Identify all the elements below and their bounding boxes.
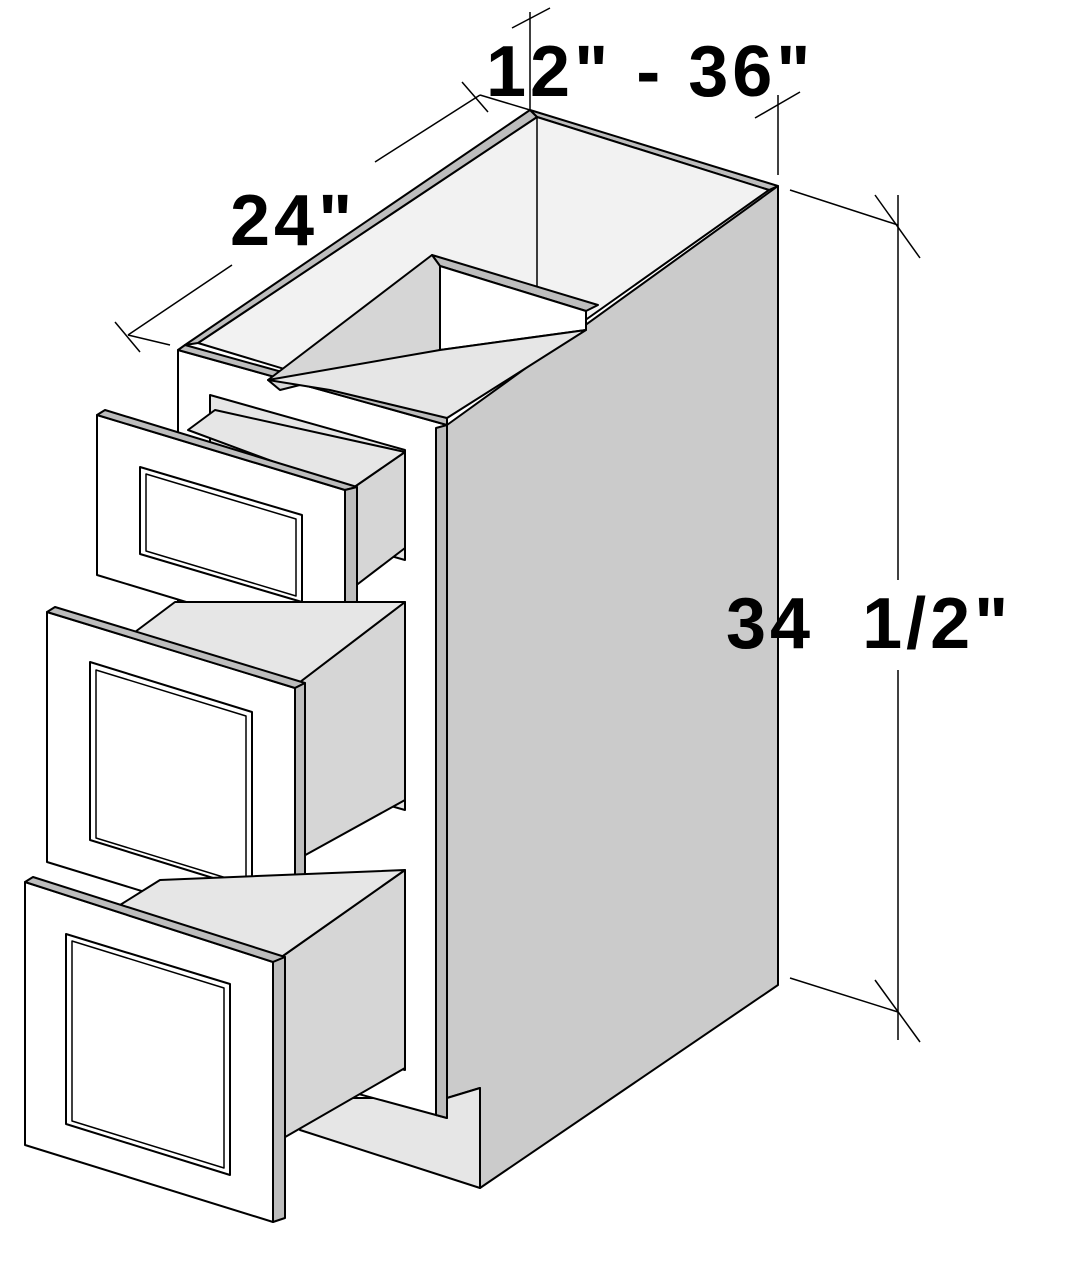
dimension-lines: [114, 7, 921, 1043]
depth-ext-front: [127, 334, 171, 346]
drawer-bottom[interactable]: [24, 869, 406, 1223]
width-ext-left: [479, 94, 531, 111]
drawer-top[interactable]: [96, 409, 406, 651]
drawer-bottom-face-edge-right: [272, 956, 286, 1223]
drawer-bottom-panel: [65, 933, 231, 1176]
drawer-middle[interactable]: [46, 601, 406, 939]
depth-label: 24": [230, 181, 356, 261]
face-frame-right-edge: [435, 424, 448, 1119]
height-ext-top: [789, 189, 899, 226]
width-label: 12" - 36": [486, 32, 814, 112]
cabinet-left-top-edge: [184, 109, 538, 346]
depth-dimension-line-lower: [127, 264, 233, 336]
drawer-box-upper-interior: [267, 254, 599, 419]
depth-dimension-line-upper: [374, 94, 481, 163]
height-ext-bottom: [789, 977, 899, 1013]
height-label: 34 1/2": [726, 584, 1012, 664]
